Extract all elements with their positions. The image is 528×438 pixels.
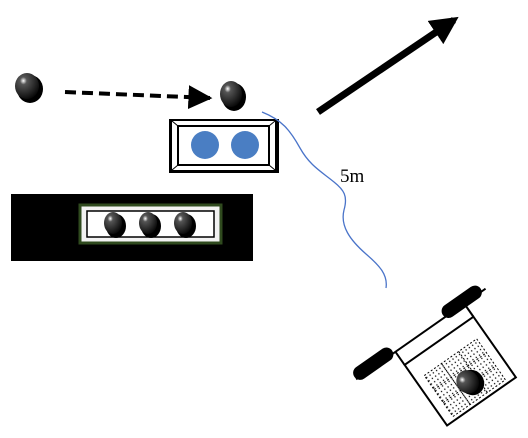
dashed-arrow <box>64 85 213 110</box>
robot-wheel <box>353 347 394 380</box>
direction-arrow <box>316 16 459 115</box>
robot-ball <box>456 369 485 396</box>
rack-ball <box>104 212 126 238</box>
blue-ball <box>231 131 259 159</box>
robot-wheel <box>441 285 482 318</box>
blue-ball-tray <box>169 119 279 173</box>
black-ball-rack <box>11 194 253 261</box>
ball-end <box>220 81 246 111</box>
ball-start <box>15 73 43 103</box>
robot <box>353 285 518 427</box>
distance-label: 5m <box>340 166 365 187</box>
rack-ball <box>174 212 196 238</box>
tether-rope <box>261 111 387 289</box>
rack-ball <box>139 212 161 238</box>
blue-ball <box>191 131 219 159</box>
